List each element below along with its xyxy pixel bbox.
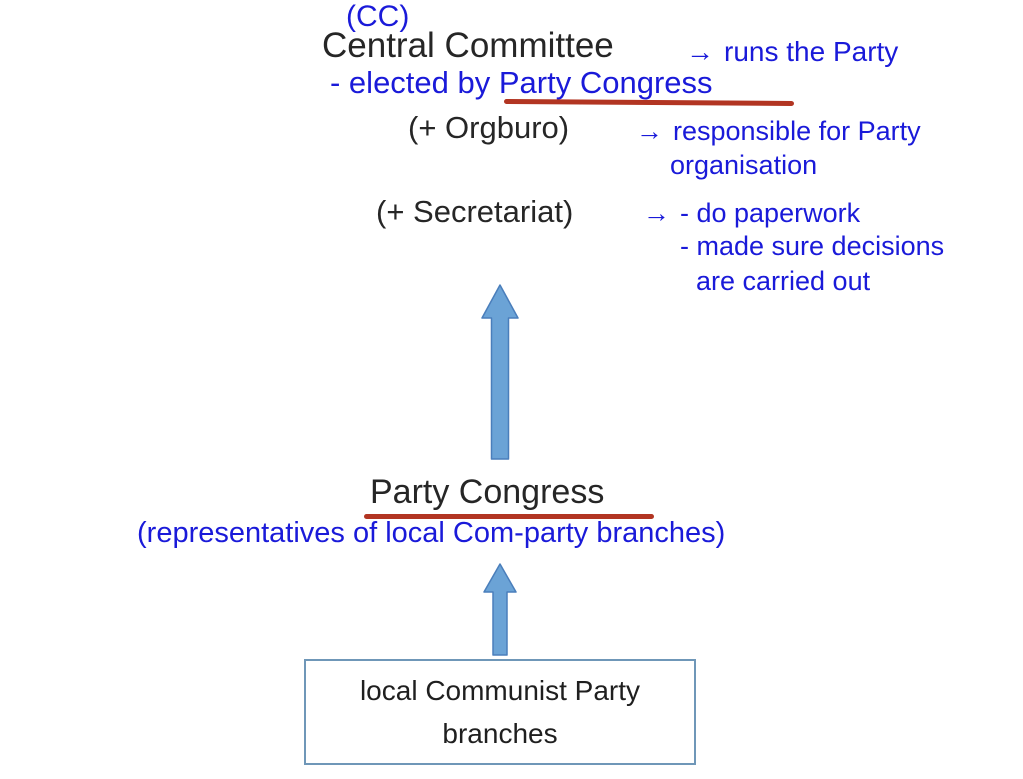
central-committee-title: Central Committee xyxy=(322,26,614,65)
up-arrow-small xyxy=(483,563,517,656)
secretariat-annotation-line1: → - do paperwork xyxy=(643,198,860,229)
secretariat-note-text-1: - do paperwork xyxy=(680,198,861,228)
cc-abbreviation: (CC) xyxy=(346,0,410,33)
local-branches-box: local Communist Party branches xyxy=(304,659,696,765)
secretariat-note-text-2: - made sure decisions xyxy=(680,231,945,261)
local-branches-line1: local Communist Party xyxy=(359,674,641,706)
local-branches-line2: branches xyxy=(442,718,558,749)
right-arrow-icon: → xyxy=(636,116,663,146)
orgburo-label: (+ Orgburo) xyxy=(408,110,570,145)
orgburo-note-text-2: organisation xyxy=(670,150,818,180)
runs-party-annotation: → runs the Party xyxy=(686,36,898,68)
secretariat-note-text-3: are carried out xyxy=(696,266,871,296)
party-congress-title: Party Congress xyxy=(370,473,605,511)
orgburo-note-text-1: responsible for Party xyxy=(673,116,921,146)
orgburo-annotation-line1: → responsible for Party xyxy=(636,116,921,147)
red-underline-elected xyxy=(503,98,795,107)
up-arrow-large xyxy=(481,284,519,460)
right-arrow-icon: → xyxy=(643,198,670,228)
elected-by-note: - elected by Party Congress xyxy=(330,65,713,100)
runs-party-text: runs the Party xyxy=(724,36,899,67)
representatives-note: (representatives of local Com-party bran… xyxy=(137,517,726,549)
right-arrow-icon: → xyxy=(686,36,714,67)
secretariat-label: (+ Secretariat) xyxy=(376,194,574,229)
red-underline-party-congress xyxy=(364,514,654,519)
